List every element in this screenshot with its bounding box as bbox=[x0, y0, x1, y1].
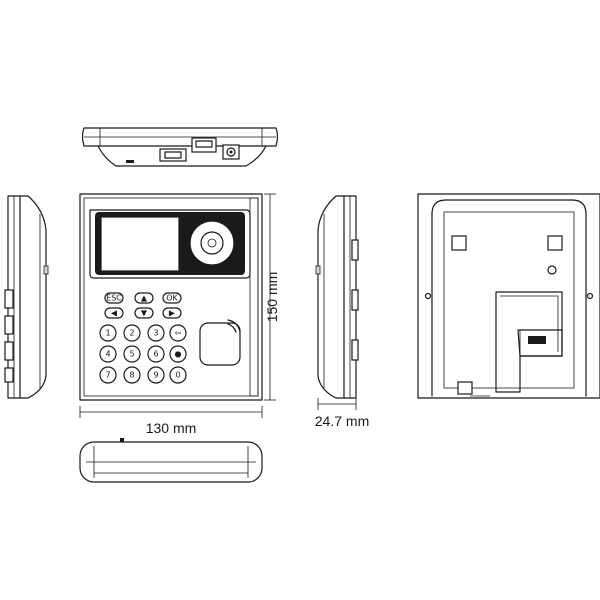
depth-dimension-label: 24.7 mm bbox=[315, 413, 369, 429]
function-key-label: ▼ bbox=[141, 309, 148, 318]
number-key-label: 3 bbox=[153, 329, 158, 338]
function-key-label: ESC bbox=[106, 294, 122, 303]
usb-port-icon bbox=[191, 137, 217, 153]
number-key[interactable]: 2 bbox=[123, 324, 141, 342]
number-key[interactable]: 4 bbox=[99, 345, 117, 363]
number-key[interactable]: 9 bbox=[147, 366, 165, 384]
number-key-label: 8 bbox=[129, 371, 134, 380]
left-side-view bbox=[4, 195, 49, 399]
top-view bbox=[81, 127, 279, 167]
keypad: ESC ▲ OK ◀ ▼ ▶ 1 2 3 ⇦ 4 5 6 ● 7 8 9 0 bbox=[99, 292, 187, 384]
mount-hole-left bbox=[451, 235, 467, 251]
height-dimension-label: 150 mm bbox=[264, 272, 280, 323]
number-key[interactable]: 8 bbox=[123, 366, 141, 384]
ethernet-port-icon bbox=[159, 148, 187, 162]
back-view bbox=[417, 193, 600, 399]
function-key[interactable]: OK bbox=[162, 292, 182, 304]
number-key-label: 9 bbox=[153, 371, 158, 380]
power-jack-icon bbox=[222, 144, 240, 160]
number-key[interactable]: 5 bbox=[123, 345, 141, 363]
number-key-label: ● bbox=[175, 350, 182, 359]
right-side-view bbox=[315, 195, 359, 399]
number-key-label: 7 bbox=[105, 371, 110, 380]
number-key[interactable]: ⇦ bbox=[169, 324, 187, 342]
function-key[interactable]: ◀ bbox=[104, 307, 124, 319]
number-key-label: ⇦ bbox=[175, 329, 182, 338]
number-key[interactable]: 0 bbox=[169, 366, 187, 384]
function-key-label: ◀ bbox=[111, 309, 118, 318]
lcd-screen bbox=[100, 216, 180, 272]
number-key-label: 1 bbox=[105, 329, 110, 338]
function-key-label: OK bbox=[166, 294, 178, 303]
function-key-label: ▶ bbox=[169, 309, 176, 318]
number-key-label: 2 bbox=[129, 329, 134, 338]
number-key-label: 4 bbox=[105, 350, 110, 359]
number-key[interactable]: ● bbox=[169, 345, 187, 363]
number-key-label: 5 bbox=[129, 350, 134, 359]
screen-housing bbox=[89, 209, 251, 279]
number-key[interactable]: 1 bbox=[99, 324, 117, 342]
function-key[interactable]: ▶ bbox=[162, 307, 182, 319]
bottom-view bbox=[79, 438, 263, 483]
number-key[interactable]: 7 bbox=[99, 366, 117, 384]
width-dimension-label: 130 mm bbox=[146, 420, 197, 436]
function-key-label: ▲ bbox=[141, 294, 148, 303]
function-key[interactable]: ▲ bbox=[134, 292, 154, 304]
number-key-label: 0 bbox=[175, 371, 180, 380]
mount-hole-right bbox=[547, 235, 563, 251]
card-reader-icon bbox=[199, 319, 241, 366]
dimension-lines bbox=[79, 193, 357, 418]
function-key[interactable]: ▼ bbox=[134, 307, 154, 319]
number-key[interactable]: 6 bbox=[147, 345, 165, 363]
number-key-label: 6 bbox=[153, 350, 158, 359]
screw-hole-icon bbox=[547, 265, 557, 275]
number-key[interactable]: 3 bbox=[147, 324, 165, 342]
front-view: ESC ▲ OK ◀ ▼ ▶ 1 2 3 ⇦ 4 5 6 ● 7 8 9 0 bbox=[79, 193, 263, 401]
function-key[interactable]: ESC bbox=[104, 292, 124, 304]
camera-lens-icon bbox=[189, 220, 235, 266]
